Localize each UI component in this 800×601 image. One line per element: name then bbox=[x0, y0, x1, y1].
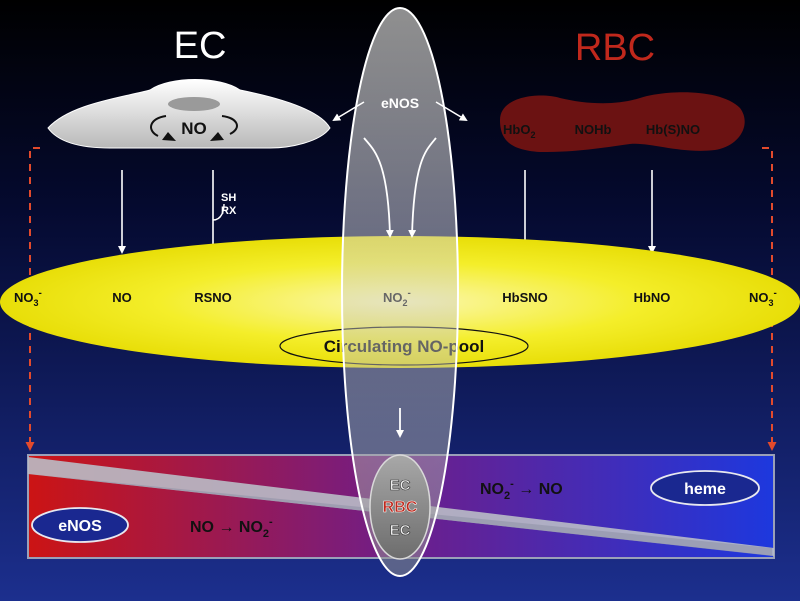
left-dashed-arrow bbox=[25, 147, 40, 451]
pool-no3-right-sub: 3 bbox=[769, 298, 774, 308]
pool-hbsno: HbSNO bbox=[502, 290, 548, 305]
right-reaction-sup: - bbox=[510, 478, 514, 490]
pool-no3-left-sup: - bbox=[39, 288, 42, 299]
rx-label: RX bbox=[221, 205, 237, 217]
vessel-stack-oval bbox=[369, 454, 431, 560]
ec-title: EC bbox=[174, 25, 227, 67]
pool-hbno: HbNO bbox=[634, 290, 671, 305]
enos-oval bbox=[31, 507, 129, 543]
stack-ec-top: EC bbox=[390, 477, 411, 494]
central-enos-oval bbox=[341, 7, 459, 577]
heme-label: heme bbox=[684, 481, 726, 498]
pool-no3-right-base: NO bbox=[749, 290, 769, 305]
rbc-nohb-label: NOHb bbox=[575, 122, 612, 137]
enos-curve-left-arrow bbox=[363, 137, 394, 238]
rbc-title: RBC bbox=[575, 27, 655, 69]
rbc-hbsno-label: Hb(S)NO bbox=[646, 122, 700, 137]
pool-no: NO bbox=[112, 290, 132, 305]
ec-cycle-right-head bbox=[210, 132, 224, 141]
ec-cycle-right-arrow bbox=[221, 115, 238, 135]
left-reaction: NO → NO2- bbox=[190, 516, 273, 540]
pool-no3-right-sup: - bbox=[774, 288, 777, 299]
enos-top-label: eNOS bbox=[381, 95, 419, 111]
rbc-hbo2-sub: 2 bbox=[530, 130, 535, 140]
pool-rsno: RSNO bbox=[194, 290, 232, 305]
right-reaction-sub: 2 bbox=[504, 490, 510, 502]
pool-no3-right: NO3- bbox=[749, 288, 777, 308]
right-reaction-no: NO bbox=[480, 481, 504, 498]
enos-to-ec-arrow bbox=[332, 101, 365, 122]
rbc-hbo2-base: HbO bbox=[503, 122, 530, 137]
sh-rx-branch bbox=[212, 203, 225, 221]
ec-nucleus bbox=[168, 97, 220, 111]
ec-cell bbox=[47, 79, 331, 149]
left-reaction-sup: - bbox=[269, 516, 273, 528]
heme-oval bbox=[650, 470, 760, 506]
left-reaction-main: NO → NO bbox=[190, 519, 263, 536]
left-reaction-sub: 2 bbox=[263, 528, 269, 540]
ec-cycle-left-head bbox=[162, 132, 176, 141]
rbc-cell bbox=[500, 92, 745, 152]
right-dashed-arrow bbox=[762, 147, 777, 451]
right-reaction: NO2- → NO bbox=[480, 478, 563, 502]
pool-no3-left: NO3- bbox=[14, 288, 42, 308]
right-reaction-product: → NO bbox=[514, 481, 563, 498]
stack-ec-bottom: EC bbox=[390, 522, 411, 539]
ec-no-label: NO bbox=[181, 119, 207, 138]
rbc-hbo2-label: HbO2 bbox=[503, 122, 535, 140]
pool-no3-left-base: NO bbox=[14, 290, 34, 305]
sh-label: SH bbox=[221, 192, 236, 204]
enos-curve-right-arrow bbox=[408, 137, 437, 238]
enos-to-rbc-arrow bbox=[435, 101, 468, 122]
pool-no3-left-sub: 3 bbox=[34, 298, 39, 308]
enos-bottom-label: eNOS bbox=[58, 518, 102, 535]
stack-rbc: RBC bbox=[383, 499, 418, 516]
ec-cycle-left-arrow bbox=[150, 115, 167, 137]
